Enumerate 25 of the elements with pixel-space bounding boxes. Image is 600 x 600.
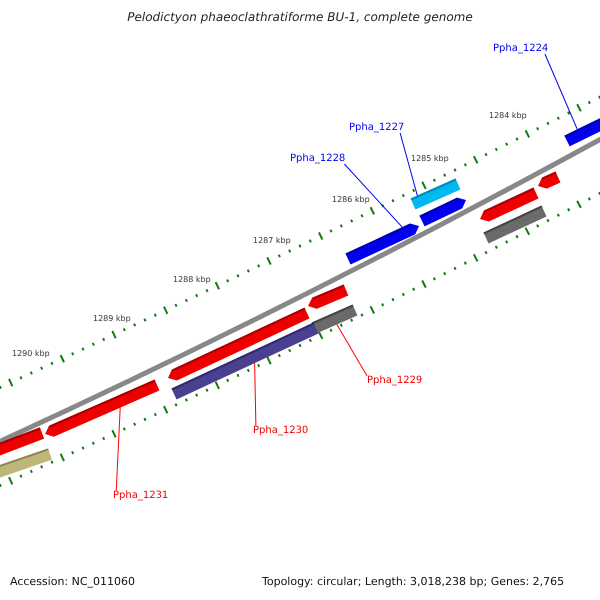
leader-line <box>336 324 368 376</box>
scale-label: 1287 kbp <box>253 237 291 245</box>
gene-arrow <box>345 224 419 264</box>
gene-label: Ppha_1228 <box>290 154 346 164</box>
leader-line <box>254 362 256 426</box>
gene-bar <box>312 304 358 334</box>
gene-bar <box>410 178 460 210</box>
footer-text: Accession: NC_011060 <box>10 576 136 587</box>
scale-label: 1284 kbp <box>489 112 527 120</box>
gene-arrow <box>564 118 600 146</box>
scale-label: 1288 kbp <box>173 276 211 284</box>
scale-label: 1289 kbp <box>93 315 131 323</box>
leader-line <box>400 132 418 196</box>
gene-label: Ppha_1231 <box>113 491 168 501</box>
gene-bar <box>171 322 319 400</box>
leader-line <box>344 164 403 228</box>
gene-arrow <box>45 380 160 437</box>
title: Pelodictyon phaeoclathratiforme BU-1, complete genome <box>126 11 474 23</box>
footer-text: Topology: circular; Length: 3,018,238 bp; Genes: 2,765 <box>262 576 564 587</box>
leader-line <box>544 54 578 130</box>
gene-label: Ppha_1229 <box>367 376 422 386</box>
gene-label: Ppha_1230 <box>253 426 308 436</box>
leader-line <box>116 407 121 492</box>
gene-label: Ppha_1227 <box>349 123 404 133</box>
gene-label: Ppha_1224 <box>493 44 548 54</box>
